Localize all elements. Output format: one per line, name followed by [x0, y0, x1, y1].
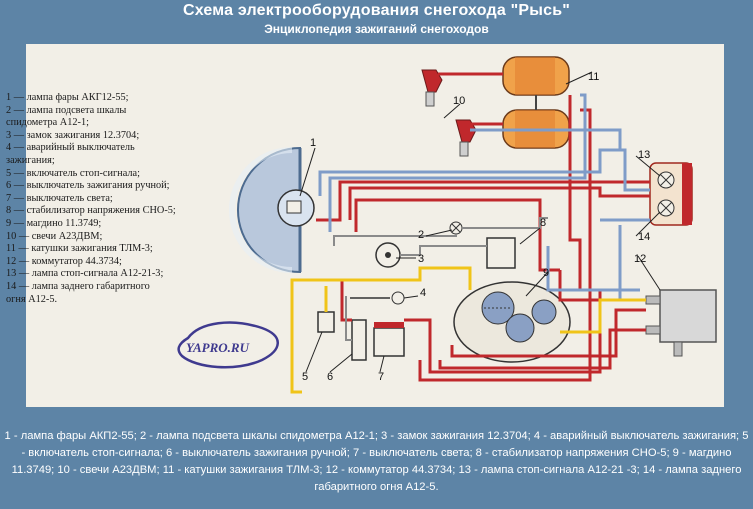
diagram-title: Схема электрооборудования снегохода "Рыс… [182, 2, 571, 19]
manual-ignition-switch [351, 319, 367, 361]
legend-line: 6 — выключатель зажигания ручной; [6, 180, 170, 192]
legend-line: 13 — лампа стоп-сигнала А12-21-3; [6, 268, 164, 280]
label-8: 8 [540, 217, 546, 229]
svg-text:YAPRO.RU: YAPRO.RU [186, 340, 250, 355]
legend-line: 1 — лампа фары АКГ12-55; [6, 92, 129, 103]
label-3: 3 [418, 253, 424, 265]
caption: 1 - лампа фары АКП2-55; 2 - лампа подсве… [4, 430, 749, 493]
legend-line: 8 — стабилизатор напряжения СНО-5; [6, 205, 176, 217]
wires [290, 93, 650, 394]
magdino [453, 281, 571, 363]
legend-line: 14 — лампа заднего габаритного [6, 280, 150, 292]
legend-line: 10 — свечи А23ДВМ; [6, 230, 103, 242]
ignition-coils [502, 56, 570, 149]
label-10: 10 [453, 95, 465, 107]
headlight [229, 146, 315, 274]
tail-lamp [649, 162, 693, 226]
voltage-stabilizer [486, 237, 516, 269]
label-5: 5 [302, 371, 308, 383]
label-12: 12 [634, 253, 646, 265]
label-9: 9 [543, 267, 549, 279]
legend-line: 3 — замок зажигания 12.3704; [6, 129, 140, 141]
ignition-lock [375, 242, 401, 268]
label-11: 11 [588, 71, 599, 83]
legend-line: 9 — магдино 11.3749; [6, 217, 102, 229]
legend-line: 4 — аварийный выключатель [6, 142, 135, 154]
label-4: 4 [420, 287, 426, 299]
label-14: 14 [638, 231, 650, 243]
leader-lines [299, 71, 661, 373]
legend-line: спидометра А12-1; [6, 117, 89, 129]
legend-line: 12 — коммутатор 44.3734; [6, 255, 122, 267]
label-7: 7 [378, 371, 384, 383]
legend-line: огня А12-5. [6, 293, 58, 305]
watermark: YAPRO.RU [177, 321, 279, 369]
legend-line: 2 — лампа подсвета шкалы [6, 104, 127, 116]
label-2: 2 [418, 229, 424, 241]
number-labels: 1 2 3 4 5 6 7 8 9 10 11 12 13 14 [302, 71, 650, 383]
commutator [645, 289, 717, 357]
speedometer-lamp [449, 221, 463, 235]
emergency-switch [350, 291, 405, 305]
legend-line: 7 — выключатель света; [6, 192, 113, 204]
label-6: 6 [327, 371, 333, 383]
label-1: 1 [310, 137, 316, 149]
label-13: 13 [638, 149, 650, 161]
diagram-subtitle: Энциклопедия зажиганий снегоходов [264, 22, 489, 36]
legend-line: 5 — включатель стоп-сигнала; [6, 167, 140, 179]
legend-line: 11 — катушки зажигания ТЛМ-3; [6, 243, 153, 255]
spark-plugs [421, 69, 503, 157]
legend-line: зажигания; [6, 154, 55, 166]
stop-switch [317, 311, 335, 333]
component-legend: 1 — лампа фары АКГ12-55; 2 — лампа подсв… [6, 48, 226, 306]
light-switch [373, 322, 405, 357]
